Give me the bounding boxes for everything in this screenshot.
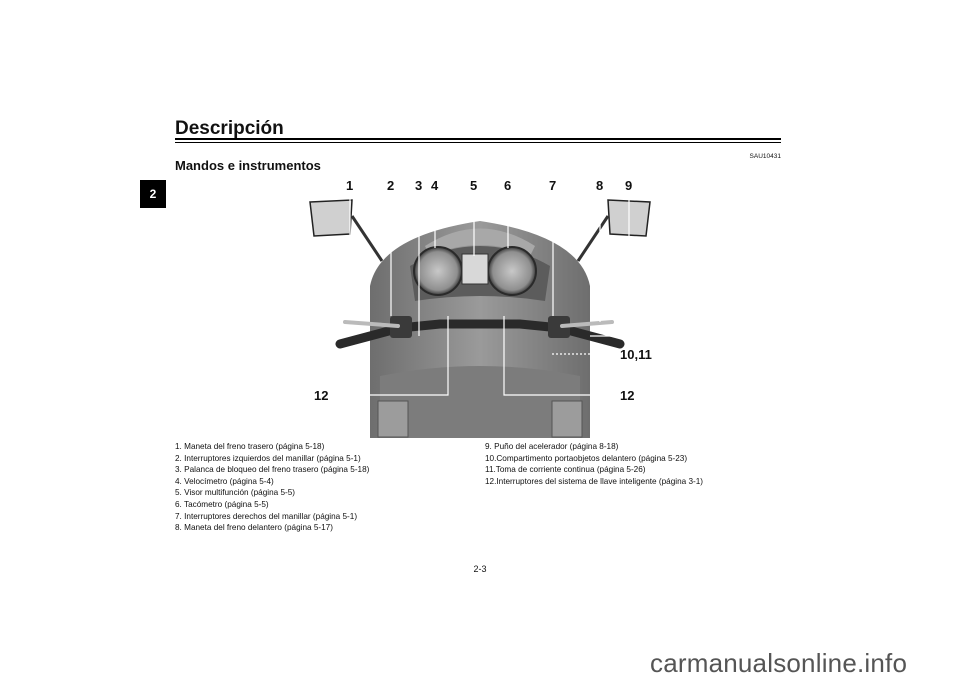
left-mirror	[309, 199, 353, 237]
legend-left-column: 1. Maneta del freno trasero (página 5-18…	[175, 441, 475, 534]
callout-8: 8	[596, 178, 603, 193]
right-switches	[548, 316, 570, 338]
callout-9: 9	[625, 178, 632, 193]
rear-brake-lever	[343, 320, 400, 328]
legend-item: 6. Tacómetro (página 5-5)	[175, 499, 269, 509]
legend-item: 9. Puño del acelerador (página 8-18)	[485, 442, 619, 451]
legend-right-column: 9. Puño del acelerador (página 8-18) 10.…	[485, 441, 785, 487]
legend-item: 4. Velocímetro (página 5-4)	[175, 476, 274, 486]
callout-1: 1	[346, 178, 353, 193]
legend-item: 3. Palanca de bloqueo del freno trasero …	[175, 465, 370, 475]
section-tab: 2	[140, 180, 166, 208]
tachometer-gauge	[487, 246, 537, 296]
legend-item: 8. Maneta del freno delantero (página 5-…	[175, 523, 333, 533]
multifunction-display	[461, 253, 489, 285]
title-rule-thin	[175, 142, 781, 143]
speedometer-gauge	[413, 246, 463, 296]
watermark: carmanualsonline.info	[650, 648, 908, 678]
title-rule	[175, 138, 781, 140]
callout-4: 4	[431, 178, 439, 193]
left-switches	[390, 316, 412, 338]
page-title: Descripción	[175, 118, 284, 139]
legend-item: 1. Maneta del freno trasero (página 5-18…	[175, 442, 325, 451]
scooter-controls-figure: 1 2 3 4 5 6 7 8 9 10,11 12 12	[309, 178, 652, 438]
callout-6: 6	[504, 178, 511, 193]
callout-5: 5	[470, 178, 477, 193]
legend-item: 10.Compartimento portaobjetos delantero …	[485, 453, 688, 463]
legend-item: 7. Interruptores derechos del manillar (…	[175, 511, 358, 521]
callout-12-right: 12	[620, 388, 634, 403]
callout-3: 3	[415, 178, 422, 193]
legend-item: 12.Interruptores del sistema de llave in…	[485, 476, 704, 486]
callout-7: 7	[549, 178, 556, 193]
section-subtitle: Mandos e instrumentos	[175, 158, 321, 173]
callout-10-11: 10,11	[620, 347, 652, 362]
callout-12-left: 12	[314, 388, 328, 403]
legend-item: 5. Visor multifunción (página 5-5)	[175, 488, 296, 498]
front-brake-lever	[560, 320, 614, 328]
legend-item: 2. Interruptores izquierdos del manillar…	[175, 453, 361, 463]
legend-item: 11.Toma de corriente continua (página 5-…	[485, 465, 646, 475]
page-number: 2-3	[473, 564, 487, 574]
callout-2: 2	[387, 178, 394, 193]
reference-code: SAU10431	[749, 153, 781, 160]
